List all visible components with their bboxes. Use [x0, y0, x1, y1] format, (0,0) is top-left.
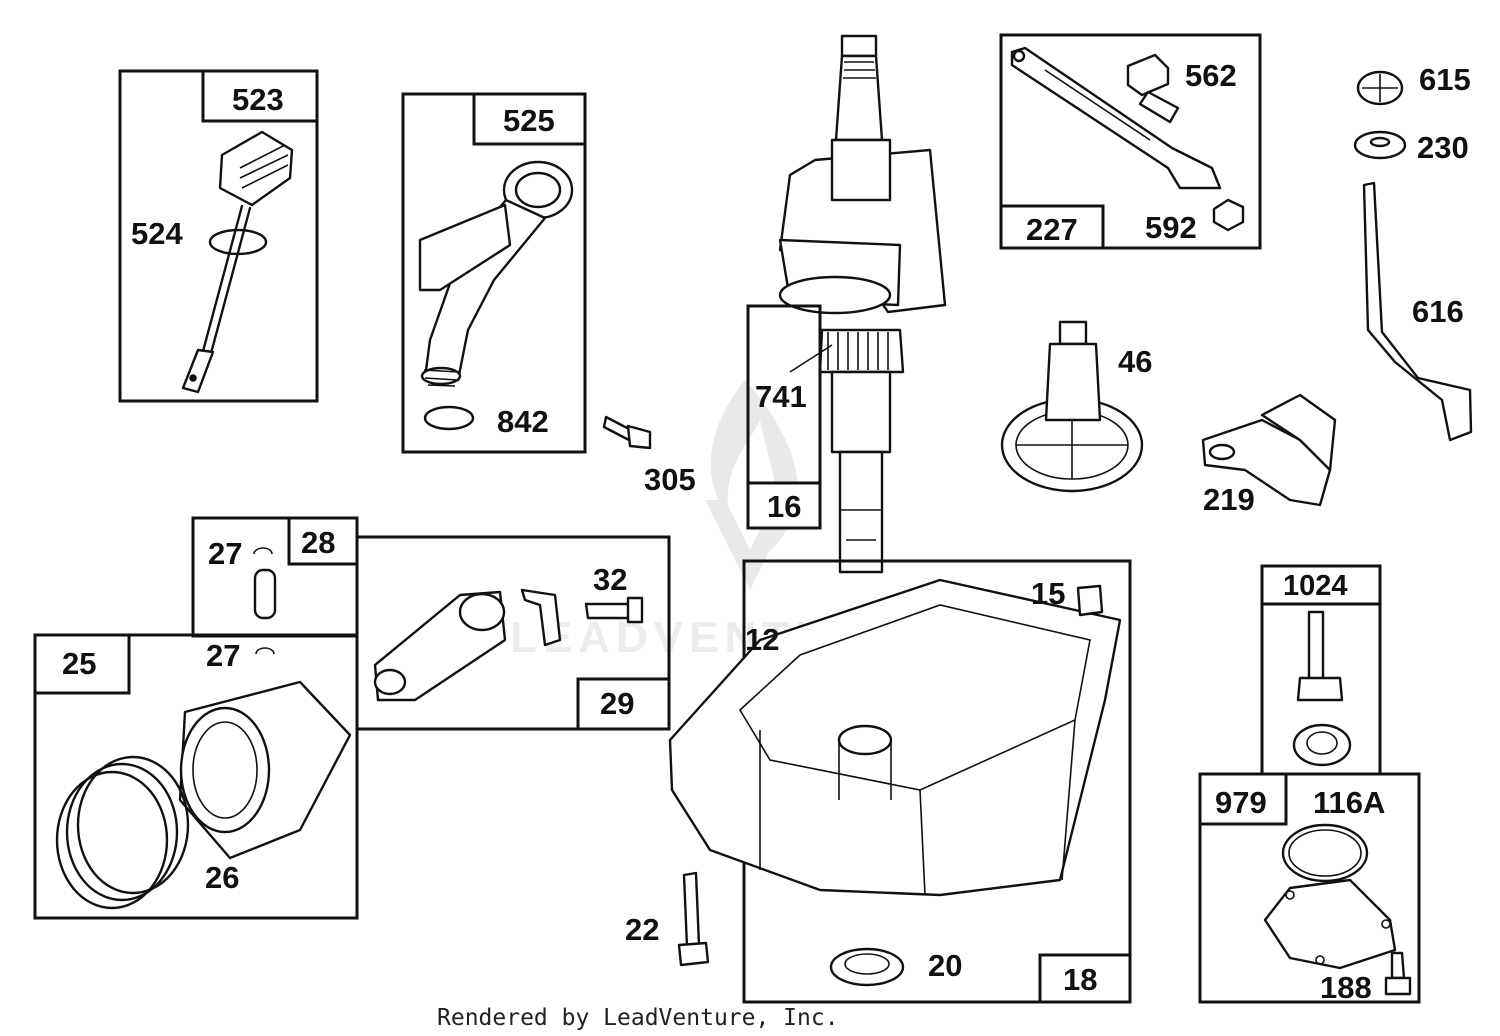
group-22-bolt[interactable]: 22 — [625, 871, 710, 967]
tag-29 — [576, 677, 671, 731]
callout-18[interactable]: 18 — [1063, 962, 1097, 997]
callout-230[interactable]: 230 — [1417, 130, 1469, 165]
group-16-crankshaft[interactable]: 16 741 — [746, 34, 947, 574]
group-227-governor-lever[interactable]: 227 562 592 — [999, 33, 1262, 250]
o-ring-116A — [1281, 823, 1369, 883]
callout-188[interactable]: 188 — [1320, 970, 1372, 1005]
group-46-camshaft[interactable]: 46 — [1000, 320, 1152, 493]
callout-26[interactable]: 26 — [205, 860, 239, 895]
tag-525 — [472, 92, 587, 146]
tag-227 — [999, 204, 1105, 250]
tag-16 — [746, 481, 822, 530]
group-615-230-616[interactable]: 615 230 616 — [1353, 62, 1473, 442]
piston-rings — [55, 755, 190, 910]
group-523-dipstick[interactable]: 523 524 — [118, 69, 319, 403]
pump-cover-part — [1263, 878, 1397, 970]
callout-842[interactable]: 842 — [497, 404, 549, 439]
callout-616[interactable]: 616 — [1412, 294, 1464, 329]
seal-842 — [423, 405, 475, 431]
group-525-oil-fill-tube[interactable]: 525 842 — [401, 92, 587, 454]
lever-part — [1010, 46, 1222, 190]
group-219-governor[interactable]: 219 — [1201, 393, 1337, 517]
callout-741[interactable]: 741 — [755, 379, 807, 414]
group-28-piston-pin[interactable]: 28 27 — [191, 516, 359, 638]
frame-29 — [355, 535, 671, 731]
group-18-sump[interactable]: 18 15 12 20 — [668, 559, 1132, 1004]
tag-1024 — [1260, 564, 1382, 606]
screw-188 — [1390, 951, 1406, 980]
callout-32[interactable]: 32 — [593, 562, 627, 597]
group-25-piston[interactable]: 25 27 26 — [33, 633, 359, 920]
callout-525[interactable]: 525 — [503, 103, 555, 138]
callout-27-bottom[interactable]: 27 — [206, 638, 240, 673]
frame-979 — [1198, 772, 1421, 1004]
callout-562[interactable]: 562 — [1185, 58, 1237, 93]
shaft-616 — [1362, 181, 1473, 442]
bolt-562-part — [1126, 53, 1180, 124]
callout-46[interactable]: 46 — [1118, 344, 1152, 379]
callout-305[interactable]: 305 — [644, 462, 696, 497]
callout-28[interactable]: 28 — [301, 525, 335, 560]
callout-979[interactable]: 979 — [1215, 785, 1267, 820]
pump-rotor-part — [1292, 610, 1352, 767]
tag-523 — [201, 69, 319, 123]
clip-27-bottom — [255, 647, 275, 655]
tag-25 — [33, 633, 131, 695]
governor-part — [1201, 418, 1332, 507]
callout-523[interactable]: 523 — [232, 82, 284, 117]
leader-741 — [789, 344, 833, 373]
tag-18 — [1038, 953, 1132, 1004]
callout-22[interactable]: 22 — [625, 912, 659, 947]
group-979-pump-cover[interactable]: 979 116A 188 — [1198, 772, 1421, 1005]
callout-20[interactable]: 20 — [928, 948, 962, 983]
group-1024-oil-pump[interactable]: 1024 — [1260, 564, 1382, 776]
tag-979 — [1198, 772, 1288, 826]
group-29-connecting-rod[interactable]: 29 32 — [355, 535, 671, 731]
conrod-part — [373, 588, 644, 702]
callout-16[interactable]: 16 — [767, 489, 801, 524]
callout-592[interactable]: 592 — [1145, 210, 1197, 245]
piston-part — [178, 680, 352, 860]
nut-592 — [1212, 198, 1245, 232]
callout-116A[interactable]: 116A — [1313, 785, 1385, 820]
callout-219[interactable]: 219 — [1203, 482, 1255, 517]
sump-part — [668, 578, 1122, 897]
callout-615[interactable]: 615 — [1419, 62, 1471, 97]
plug-15 — [1076, 584, 1104, 617]
callout-29[interactable]: 29 — [600, 686, 634, 721]
callout-227[interactable]: 227 — [1026, 212, 1078, 247]
clip-27-top — [253, 547, 273, 555]
callout-15[interactable]: 15 — [1031, 576, 1065, 611]
callout-25[interactable]: 25 — [62, 646, 96, 681]
dipstick-part — [181, 130, 294, 394]
piston-pin — [253, 568, 277, 620]
crankshaft-part — [778, 34, 947, 574]
callout-12[interactable]: 12 — [745, 622, 779, 657]
frame-227 — [999, 33, 1262, 250]
group-305-screw[interactable]: 305 — [602, 415, 696, 497]
callout-27-top[interactable]: 27 — [208, 536, 242, 571]
callout-1024[interactable]: 1024 — [1283, 570, 1348, 602]
footer-credit: Rendered by LeadVenture, Inc. — [437, 1005, 839, 1031]
callout-524[interactable]: 524 — [131, 216, 183, 251]
frame-25 — [33, 633, 359, 920]
fill-tube-part — [418, 160, 574, 387]
